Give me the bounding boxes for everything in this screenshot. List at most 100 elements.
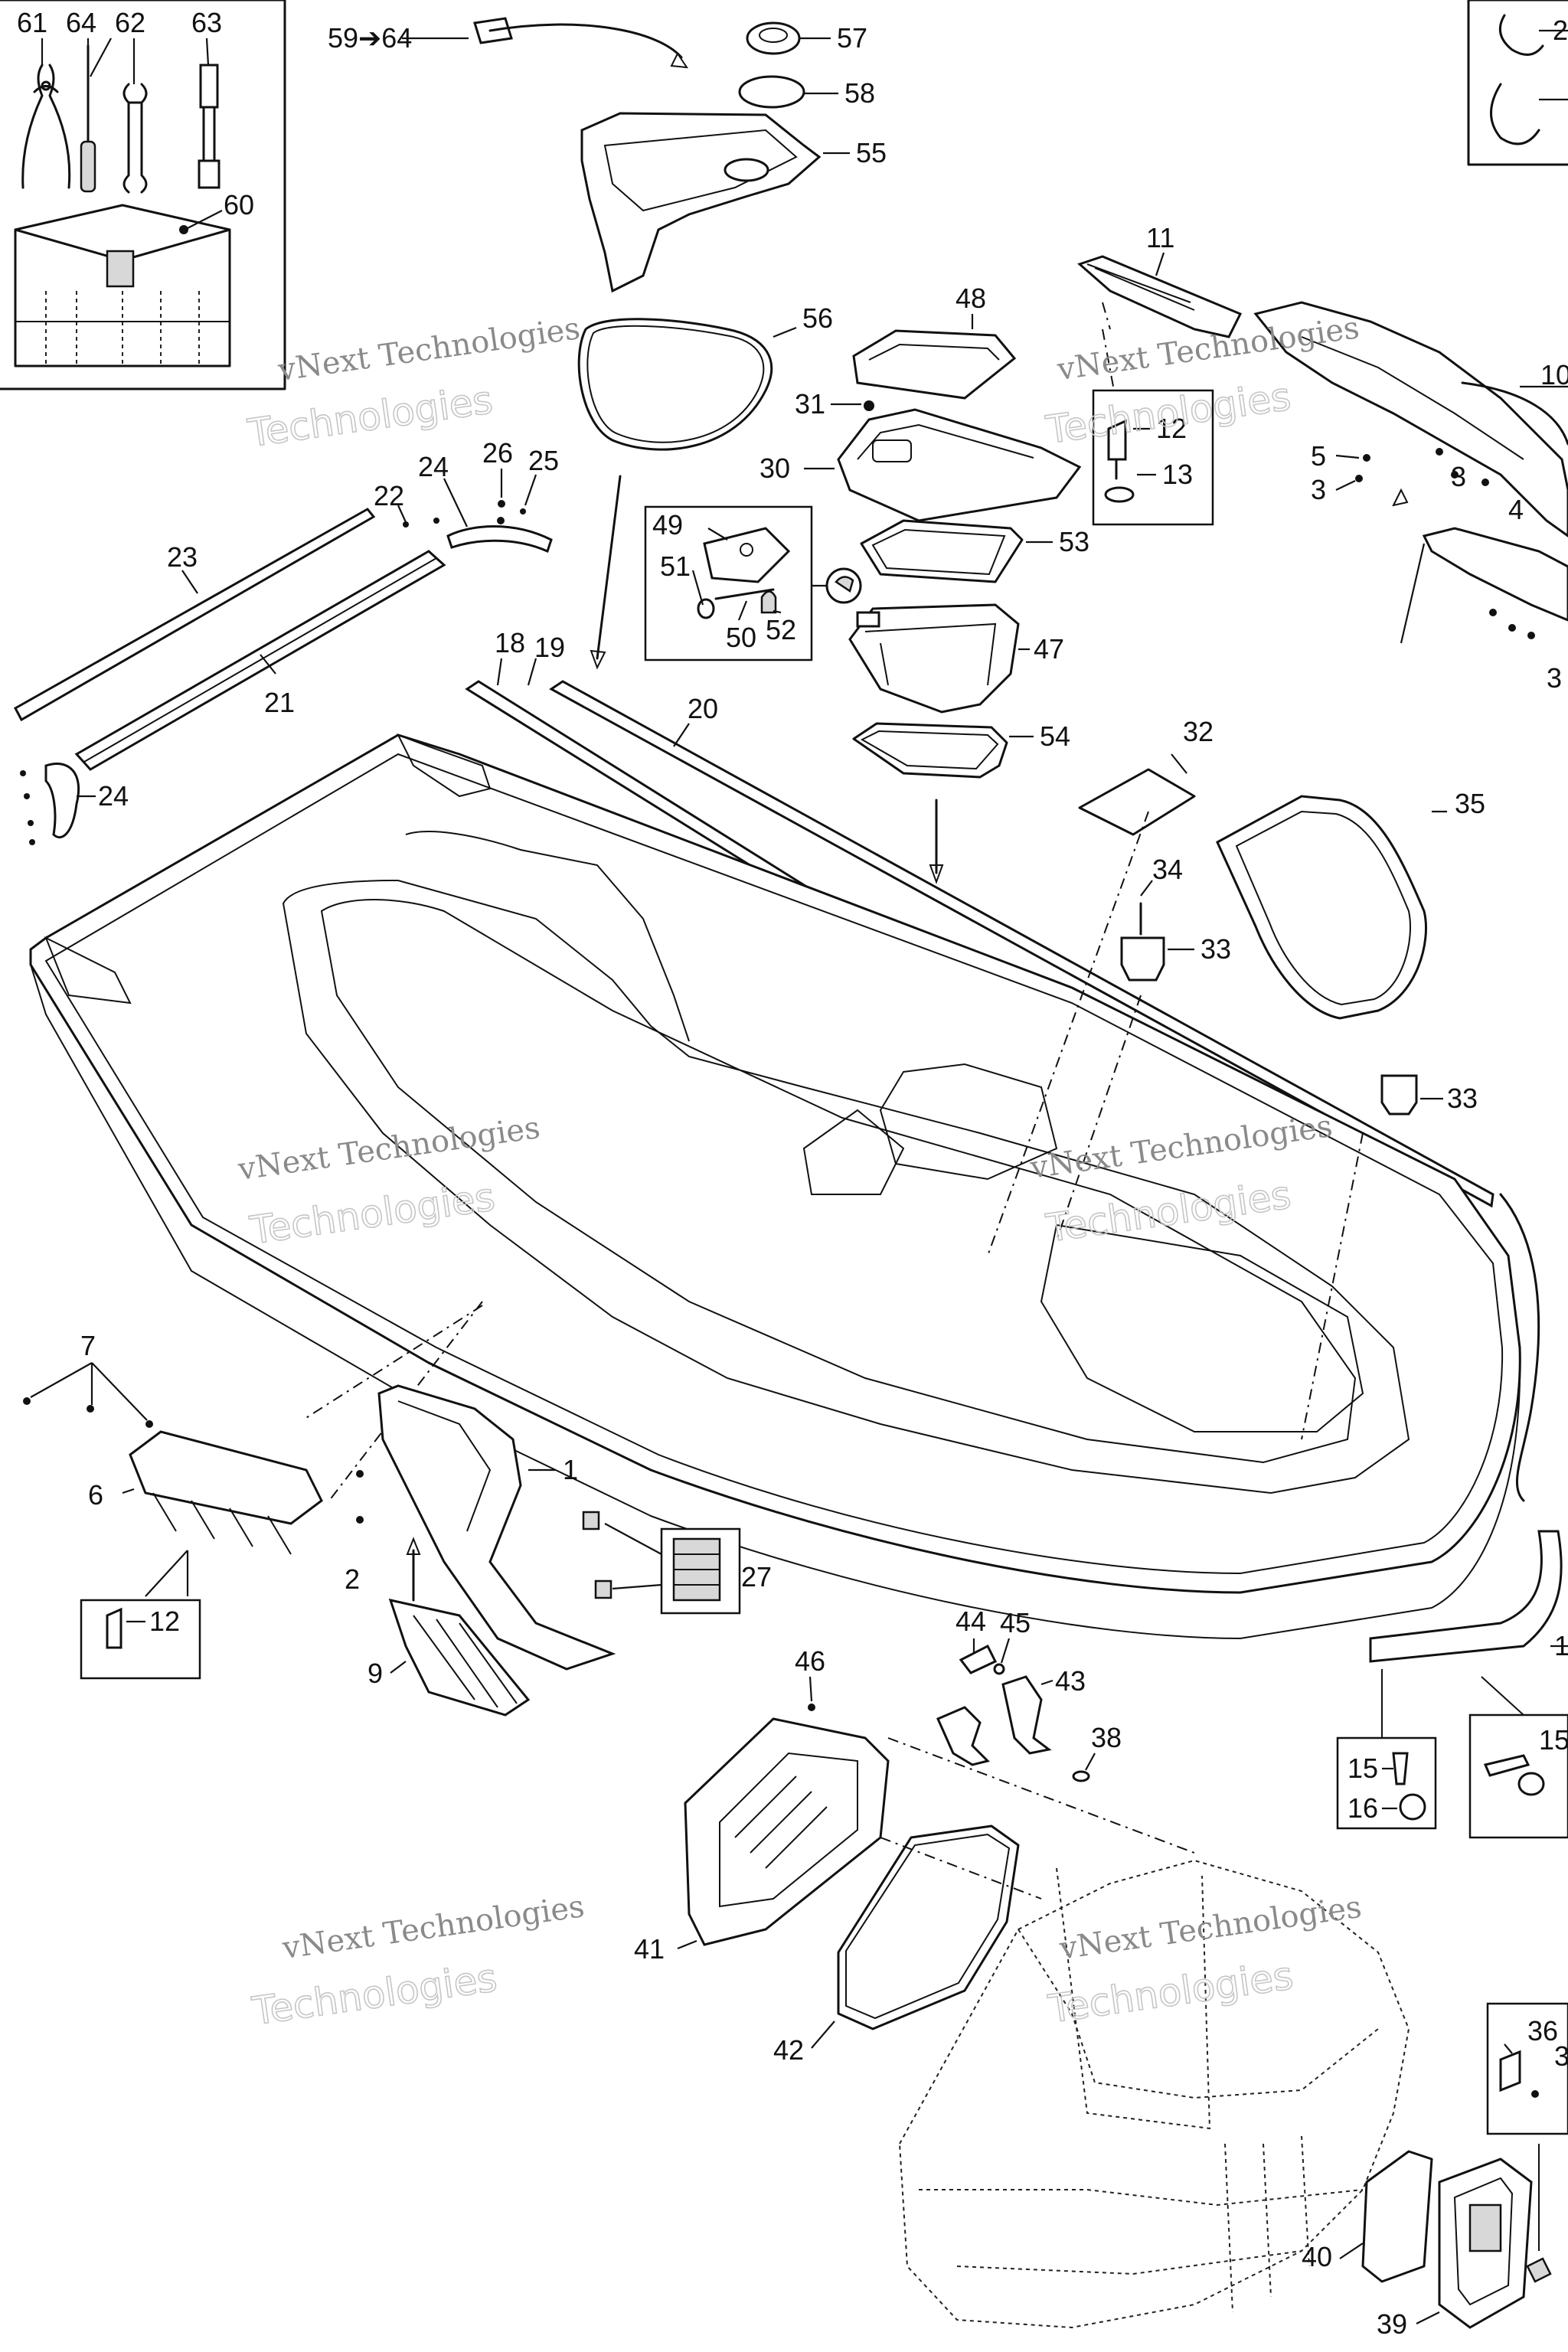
side-trim-icon	[1253, 301, 1568, 537]
storage-bin-group: 59➔64 57 58 55	[328, 17, 887, 293]
strip-20-icon	[549, 680, 1494, 1208]
side-trim-group: 10 5 3 3 4 3	[1253, 301, 1568, 694]
callout-53: 53	[1059, 526, 1089, 557]
gasket-icon	[577, 318, 773, 451]
cap-24-bottom-icon	[44, 762, 80, 839]
callout-11: 11	[1146, 222, 1174, 253]
tool-kit-group: 61 64 62 63 60	[0, 0, 286, 390]
screw-15-icon	[1392, 1752, 1409, 1785]
callout-45: 45	[1000, 1607, 1031, 1638]
callout-41: 41	[634, 1933, 665, 1965]
callout-54: 54	[1040, 720, 1070, 752]
callout-13: 13	[1162, 459, 1193, 490]
callout-44: 44	[956, 1606, 986, 1637]
cap-icon	[746, 21, 801, 55]
callout-40: 40	[1302, 2241, 1332, 2272]
vent-9-icon	[388, 1598, 531, 1717]
callout-3-b: 3	[1451, 461, 1466, 492]
callout-57: 57	[837, 22, 867, 54]
callout-24-bottom: 24	[98, 780, 129, 812]
callout-21: 21	[264, 687, 295, 718]
callout-64: 64	[66, 7, 96, 38]
callout-26: 26	[482, 437, 513, 469]
hook-43a-icon	[936, 1706, 990, 1766]
callout-55: 55	[856, 137, 887, 168]
hatch-parts-group: 32 35 34 33 33	[1078, 716, 1485, 1116]
callout-63: 63	[191, 7, 222, 38]
side-panel-1-icon	[377, 1384, 616, 1671]
svg-text:vNext Technologies: vNext Technologies	[1057, 1890, 1364, 1967]
gasket-54-icon	[852, 722, 1008, 779]
callout-12-top: 12	[1156, 413, 1187, 444]
callout-2-bottom: 2	[345, 1563, 360, 1595]
storage-tub-icon	[898, 1859, 1410, 2329]
callout-37: 3	[1554, 2040, 1568, 2072]
clip-27b-icon	[594, 1579, 612, 1599]
tool-kit-frame	[0, 0, 286, 390]
svg-text:vNext Technologies: vNext Technologies	[276, 311, 583, 388]
plate-32-icon	[1078, 768, 1196, 836]
hook-43b-icon	[1001, 1675, 1052, 1755]
callout-18: 18	[495, 627, 525, 658]
hatch-seal-35-icon	[1216, 795, 1427, 1020]
rail-group: 23 21 22 24 26 25 24	[13, 437, 559, 845]
vent-grille-6-icon	[129, 1430, 323, 1525]
callout-31: 31	[795, 388, 825, 420]
svg-text:Technologies: Technologies	[1045, 1953, 1295, 2031]
tool-pouch-icon	[14, 204, 231, 368]
callout-47: 47	[1034, 633, 1064, 665]
callout-23: 23	[167, 541, 198, 573]
screwdriver-icon	[80, 44, 96, 193]
callout-15-b: 15	[1539, 1724, 1568, 1756]
callout-1: 1	[563, 1454, 578, 1485]
callout-2-top: 2	[1553, 15, 1568, 46]
callout-52: 52	[766, 614, 796, 645]
callout-27: 27	[741, 1561, 772, 1592]
screw-15b-icon	[1483, 1754, 1530, 1777]
callout-59-64: 59➔64	[328, 22, 412, 54]
cap-24-top-icon	[446, 525, 553, 554]
callout-16: 16	[1348, 1792, 1378, 1824]
callout-20: 20	[688, 693, 718, 724]
gasket-56-group: 56	[577, 302, 833, 670]
callout-49: 49	[652, 509, 683, 541]
callout-12-bottom: 12	[149, 1606, 180, 1637]
callout-33-bottom: 33	[1447, 1083, 1478, 1114]
callout-58: 58	[844, 77, 875, 109]
callout-7: 7	[80, 1330, 96, 1361]
plug-16-icon	[1399, 1793, 1426, 1821]
storage-bin-icon	[580, 112, 822, 293]
callout-14: 14	[1554, 1630, 1568, 1661]
callout-32: 32	[1183, 716, 1214, 747]
callout-4: 4	[1508, 494, 1524, 525]
pliers-icon	[21, 64, 71, 189]
callout-38: 38	[1091, 1722, 1122, 1753]
deck-hull-icon	[29, 733, 1521, 1594]
storage-tub-group	[898, 1859, 1410, 2329]
callout-34: 34	[1152, 854, 1183, 885]
callout-48: 48	[956, 283, 986, 314]
access-panel-41-icon	[684, 1717, 890, 1946]
callout-30: 30	[760, 452, 790, 484]
handle-11-group: 11 12 13	[1077, 222, 1243, 526]
watermark-top-left: vNext Technologies Technologies	[244, 311, 583, 456]
side-vent-group: 7 6 12 1 2 9 27	[23, 1305, 772, 1717]
fitting-33-bottom-icon	[1380, 1074, 1418, 1116]
glove-box-frame-icon	[837, 408, 1082, 522]
bracket-36-icon	[1499, 2050, 1521, 2092]
clip-27a-icon	[582, 1511, 600, 1530]
cover-disc-icon	[738, 75, 805, 109]
svg-text:Technologies: Technologies	[249, 1955, 499, 2034]
gasket-40-icon	[1361, 2150, 1433, 2283]
callout-3-c: 3	[1547, 662, 1562, 694]
rivet-12-icon	[1107, 419, 1127, 461]
gasket-42-icon	[837, 1824, 1020, 2030]
glove-box-group: 48 31 30 53 47 54	[760, 283, 1089, 884]
callout-56: 56	[802, 302, 833, 334]
trim-bracket-icon	[1422, 527, 1568, 622]
bumper-14-group: 14 15 16 15	[1336, 1193, 1568, 1839]
deck-hull-group	[29, 733, 1521, 1640]
callout-35: 35	[1455, 788, 1485, 819]
callout-22: 22	[374, 480, 404, 511]
